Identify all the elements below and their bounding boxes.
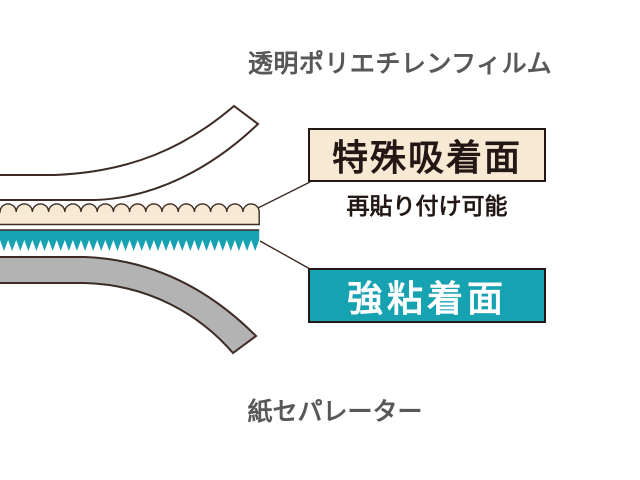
- label-transparent-film: 透明ポリエチレンフィルム: [247, 50, 553, 78]
- callout-adsorption-text: 特殊吸着面: [331, 137, 522, 178]
- label-paper-separator: 紙セパレーター: [247, 398, 423, 426]
- callout-adhesive-text: 強粘着面: [346, 277, 507, 319]
- callout-adhesive-surface: 強粘着面: [308, 268, 546, 323]
- leader-line-adhesive: [259, 240, 311, 270]
- clear-film-shape: [0, 104, 260, 201]
- label-repositionable: 再貼り付け可能: [346, 193, 508, 219]
- callout-adsorption-surface: 特殊吸着面: [308, 128, 546, 182]
- adsorption-layer-shape: [0, 203, 260, 226]
- paper-separator-shape: [0, 256, 258, 355]
- leader-line-adsorption: [257, 181, 311, 209]
- adhesive-layer-shape: [0, 230, 260, 251]
